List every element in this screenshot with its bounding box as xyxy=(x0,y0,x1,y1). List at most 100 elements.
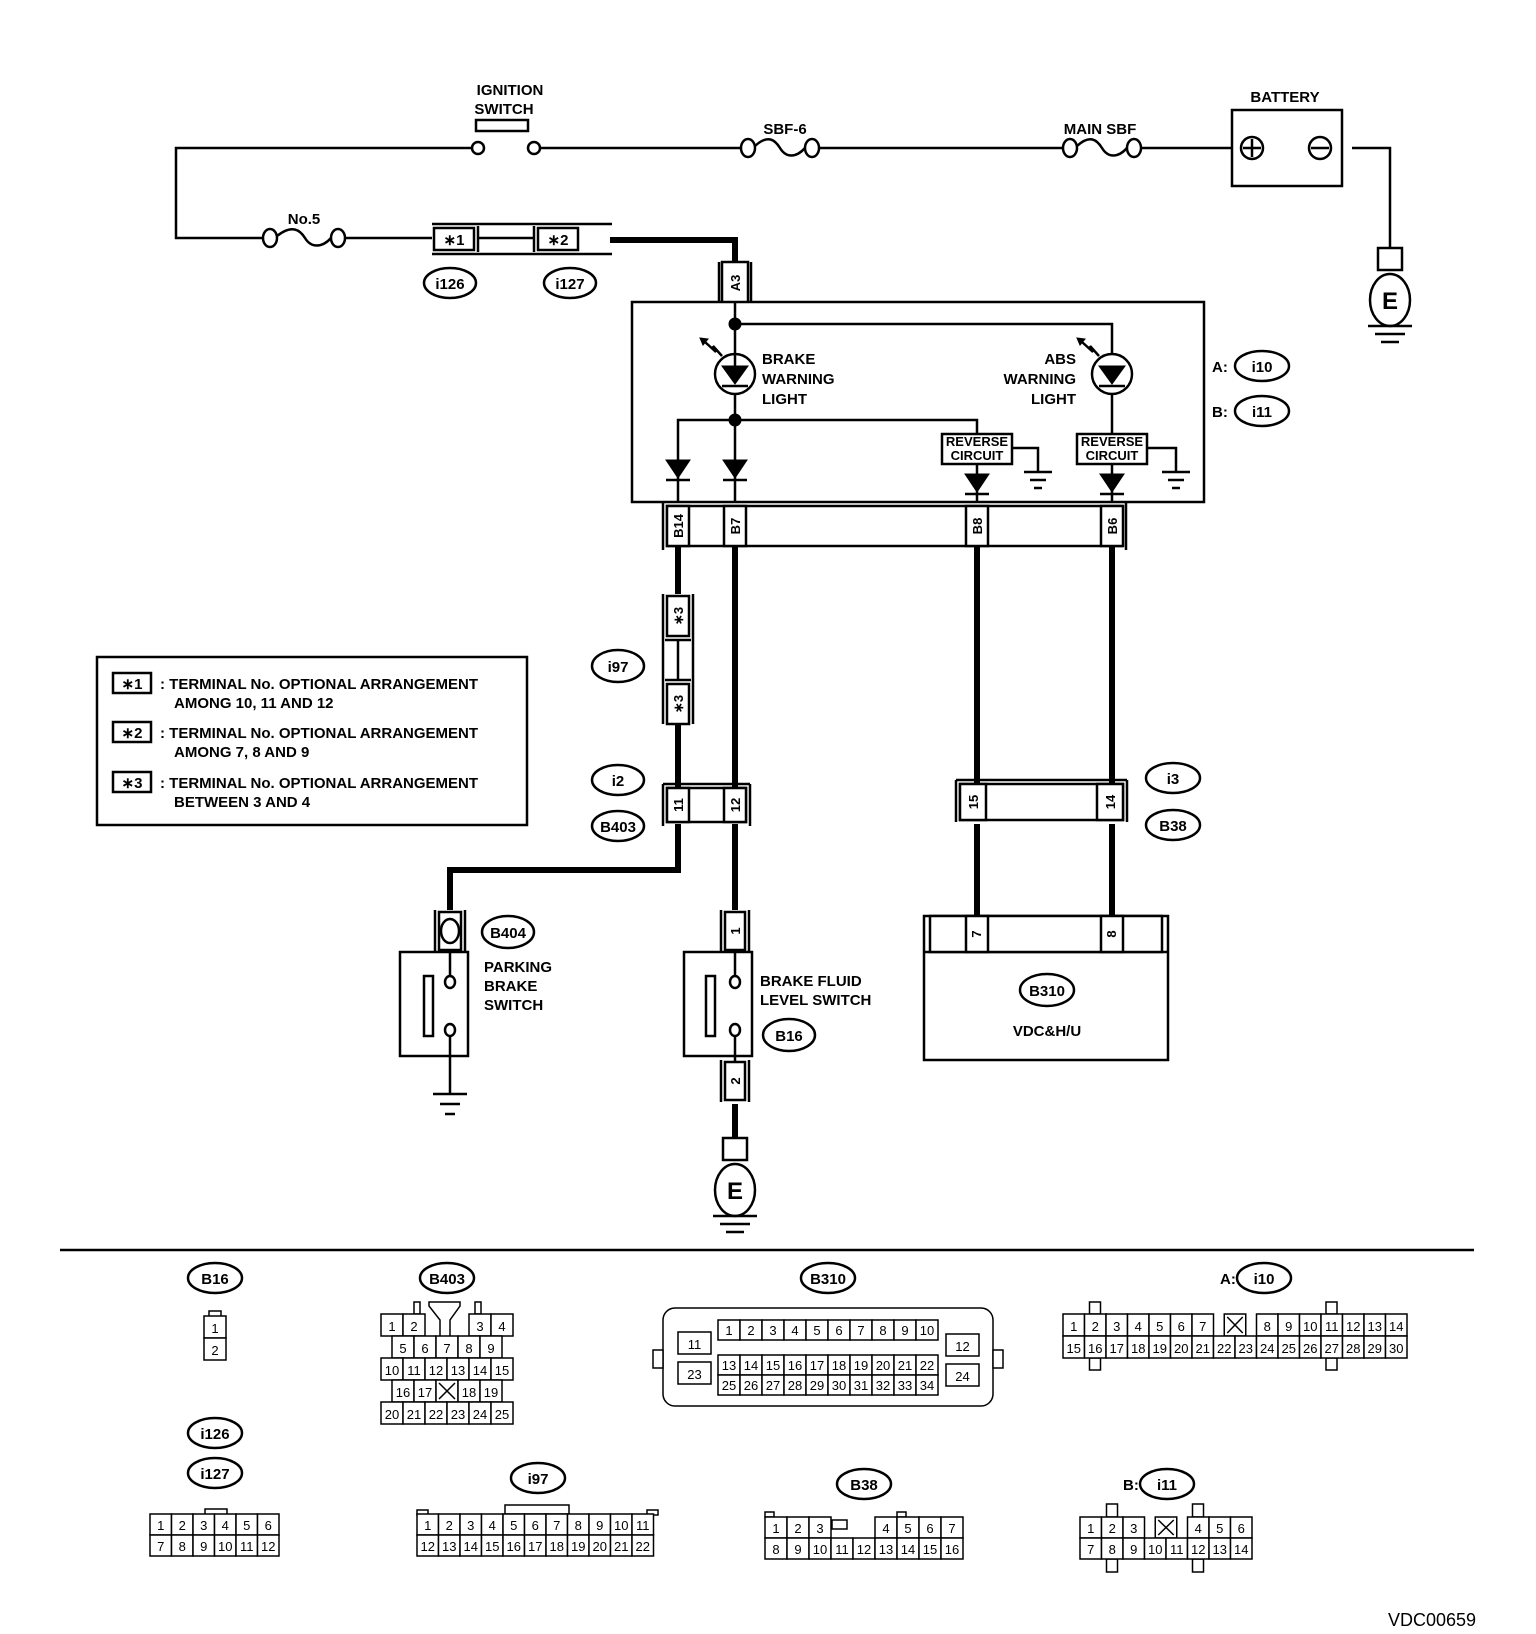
svg-text:13: 13 xyxy=(451,1363,465,1378)
face-i10-pin: 15 xyxy=(1062,1335,1086,1359)
reverse-circuit-label: REVERSE xyxy=(946,434,1008,449)
face-b310-pin: 34 xyxy=(915,1374,939,1396)
face-b310-pin: 20 xyxy=(871,1354,895,1376)
svg-text:16: 16 xyxy=(788,1358,802,1373)
svg-text:3: 3 xyxy=(769,1323,776,1338)
face-b310-pin: 5 xyxy=(805,1319,829,1341)
face-b310-pin: 9 xyxy=(893,1319,917,1341)
svg-text:27: 27 xyxy=(1325,1341,1339,1356)
svg-text:5: 5 xyxy=(813,1323,820,1338)
pin-b7: B7 xyxy=(728,518,743,535)
face-i97-oval xyxy=(509,1461,567,1495)
face-b38-pin: 7 xyxy=(940,1516,964,1539)
note-3: ∗3 : TERMINAL No. OPTIONAL ARRANGEMENT B… xyxy=(111,770,478,811)
face-i10-pin xyxy=(1223,1313,1247,1337)
face-b38-pin: 6 xyxy=(918,1516,942,1539)
connector-b-prefix: B: xyxy=(1212,404,1228,421)
svg-text:6: 6 xyxy=(926,1521,933,1536)
switch-terminal-icon xyxy=(526,140,542,156)
svg-text:19: 19 xyxy=(854,1358,868,1373)
face-b16-pin: 1 xyxy=(203,1315,227,1339)
svg-text:15: 15 xyxy=(485,1539,499,1554)
face-b403-pin: 15 xyxy=(490,1357,514,1381)
svg-text:13: 13 xyxy=(442,1539,456,1554)
face-i127-pin: 11 xyxy=(235,1534,259,1557)
svg-text:20: 20 xyxy=(593,1539,607,1554)
pin-7: 7 xyxy=(969,930,984,937)
face-i10-pin: 17 xyxy=(1105,1335,1129,1359)
face-b310-pin: 3 xyxy=(761,1319,785,1341)
svg-text:2: 2 xyxy=(747,1323,754,1338)
face-b403-pin: 18 xyxy=(457,1379,481,1403)
svg-text:30: 30 xyxy=(1389,1341,1403,1356)
note-tag: ∗3 xyxy=(122,775,143,792)
ignition-switch: IGNITION SWITCH xyxy=(470,82,543,156)
face-i11-pin: 12 xyxy=(1186,1537,1210,1560)
face-b403-pin: 11 xyxy=(402,1357,426,1381)
svg-text:22: 22 xyxy=(636,1539,650,1554)
svg-text:14: 14 xyxy=(473,1363,487,1378)
svg-text:18: 18 xyxy=(550,1539,564,1554)
face-i10-pin: 14 xyxy=(1384,1313,1408,1337)
face-i97-pin: 5 xyxy=(502,1513,526,1536)
face-i97-pin: 8 xyxy=(566,1513,590,1536)
svg-text:8: 8 xyxy=(179,1539,186,1554)
svg-text:5: 5 xyxy=(243,1518,250,1533)
fuse-sbf6-label: SBF-6 xyxy=(763,121,806,138)
face-b310-pin: 10 xyxy=(915,1319,939,1341)
face-b38-pin: 15 xyxy=(918,1537,942,1560)
ground-e-battery: E xyxy=(1368,246,1412,344)
svg-text:19: 19 xyxy=(571,1539,585,1554)
face-b403-pin: 21 xyxy=(402,1401,426,1425)
face-b403-pin: 6 xyxy=(413,1335,437,1359)
light-ray-icon xyxy=(704,341,723,357)
svg-text:22: 22 xyxy=(1217,1341,1231,1356)
svg-text:19: 19 xyxy=(484,1385,498,1400)
face-i10-pin: 9 xyxy=(1277,1313,1301,1337)
svg-text:20: 20 xyxy=(1174,1341,1188,1356)
svg-text:6: 6 xyxy=(1178,1319,1185,1334)
face-i11-pin: 5 xyxy=(1208,1516,1232,1539)
diode-icon xyxy=(1099,473,1125,493)
abs-light-label: LIGHT xyxy=(1031,391,1076,408)
face-b310-pin: 29 xyxy=(805,1374,829,1396)
svg-text:2: 2 xyxy=(211,1343,218,1358)
face-i10-pin: 11 xyxy=(1320,1313,1344,1337)
face-b38-pin: 2 xyxy=(786,1516,810,1539)
svg-text:14: 14 xyxy=(1234,1542,1248,1557)
face-b403-pin: 22 xyxy=(424,1401,448,1425)
svg-text:7: 7 xyxy=(1087,1542,1094,1557)
vdc-hydraulic-unit: 7 8 B310 VDC&H/U xyxy=(922,914,1170,1062)
svg-text:15: 15 xyxy=(495,1363,509,1378)
face-b310-pin: 32 xyxy=(871,1374,895,1396)
svg-text:5: 5 xyxy=(510,1518,517,1533)
svg-text:25: 25 xyxy=(495,1407,509,1422)
svg-text:11: 11 xyxy=(636,1518,650,1533)
face-b403-pin: 13 xyxy=(446,1357,470,1381)
face-b403-pin: 8 xyxy=(457,1335,481,1359)
face-i97-pin: 14 xyxy=(459,1534,483,1557)
ground-label: E xyxy=(1382,288,1398,315)
face-b403-pin: 24 xyxy=(468,1401,492,1425)
face-i127-pin: 1 xyxy=(149,1513,173,1536)
battery-label: BATTERY xyxy=(1250,89,1319,106)
face-i97-pin: 12 xyxy=(416,1534,440,1557)
svg-text:21: 21 xyxy=(614,1539,628,1554)
connector-id-i126: i126 xyxy=(435,276,464,293)
face-i97-pin: 2 xyxy=(437,1513,461,1536)
face-i10-pin: 26 xyxy=(1298,1335,1322,1359)
svg-text:5: 5 xyxy=(904,1521,911,1536)
face-b310-pin: 7 xyxy=(849,1319,873,1341)
svg-text:15: 15 xyxy=(766,1358,780,1373)
svg-text:4: 4 xyxy=(1195,1521,1202,1536)
face-i10-pin: 21 xyxy=(1191,1335,1215,1359)
connector-id-i97: i97 xyxy=(608,659,629,676)
face-b403-pin: 2 xyxy=(402,1313,426,1337)
face-i11-pin: 2 xyxy=(1100,1516,1124,1539)
face-i97-pin: 6 xyxy=(523,1513,547,1536)
svg-text:22: 22 xyxy=(920,1358,934,1373)
pin-a3: A3 xyxy=(717,260,753,306)
fuse-no5-label: No.5 xyxy=(288,211,321,228)
face-b16-title: B16 xyxy=(201,1271,229,1288)
svg-text:16: 16 xyxy=(1088,1341,1102,1356)
